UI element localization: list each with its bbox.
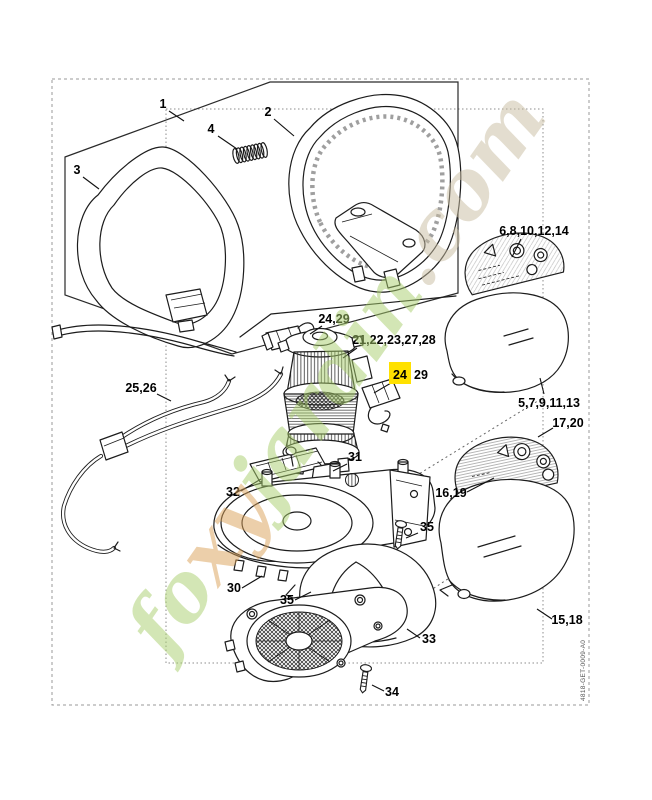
callout-24-highlighted[interactable]: 24: [393, 368, 407, 382]
document-number: 4818-GET-0009-A0: [580, 640, 587, 701]
base-plate-fan-part: [224, 586, 408, 682]
callout-33: 33: [422, 632, 436, 646]
callout-1: 1: [160, 97, 167, 111]
brush-holder-right-part: [361, 378, 401, 433]
callout-30: 30: [227, 581, 241, 595]
callout-21-22-23-27-28: 21,22,23,27,28: [352, 333, 435, 347]
wiring-harness-part: [61, 366, 284, 554]
callout-5-7-9-11-13: 5,7,9,11,13: [518, 396, 580, 410]
highlight-box[interactable]: [389, 362, 411, 384]
handle-group-panel: [64, 81, 459, 355]
outer-dashed-border: [51, 78, 590, 706]
handle-housing-part: [288, 93, 462, 293]
screw-34: [356, 663, 373, 695]
callout-31: 31: [348, 450, 362, 464]
callout-15-18: 15,18: [551, 613, 582, 627]
callout-17-20: 17,20: [552, 416, 583, 430]
callout-34: 34: [385, 685, 399, 699]
callout-32: 32: [226, 485, 240, 499]
callout-16-19: 16,19: [435, 486, 466, 500]
spring-part: [232, 142, 268, 164]
callout-3: 3: [74, 163, 81, 177]
callout-24-29-left: 24,29: [318, 312, 349, 326]
motor-cover-top-part: [444, 292, 569, 394]
callout-35-upper: 35: [420, 520, 434, 534]
callout-4: 4: [208, 122, 215, 136]
motor-cover-bottom-part: [438, 478, 575, 602]
leader-lines: [82, 110, 554, 692]
callout-2: 2: [265, 105, 272, 119]
gearbox-housing-part: [213, 458, 436, 582]
callout-25-26: 25,26: [125, 381, 156, 395]
callout-29-right: 29: [414, 368, 428, 382]
motor-group-panel: [239, 295, 457, 338]
callout-35-lower: 35: [280, 593, 294, 607]
handle-frame-part: [51, 146, 245, 357]
callout-6-8-10-12-14: 6,8,10,12,14: [499, 224, 569, 238]
info-plate-top-part: [464, 232, 565, 296]
